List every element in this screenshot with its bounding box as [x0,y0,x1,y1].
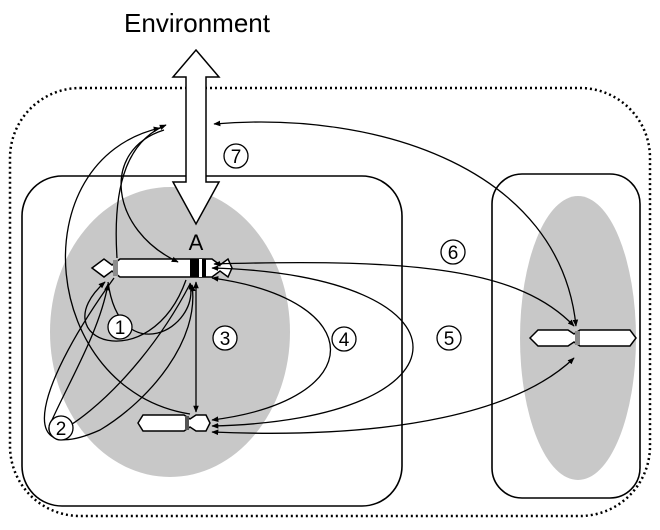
circled-number-5: 5 [436,325,462,351]
dark-band-lower [185,416,189,430]
circled-number-6: 6 [440,239,466,265]
arrow-7 [213,120,579,327]
number-5-label: 5 [444,329,455,350]
arrow-1b [107,281,195,335]
circled-number-7: 7 [223,143,249,169]
circled-number-3: 3 [212,325,238,351]
environment-label: Environment [124,8,271,38]
gray-band-upper [113,260,118,276]
circled-number-2: 2 [48,415,74,441]
chromosome-lower [137,414,211,432]
number-3-label: 3 [220,329,231,350]
circled-number-4: 4 [331,326,357,352]
chromosome-upper [90,257,233,279]
white-stripe [199,259,202,277]
gray-band-right [575,331,580,345]
arrow-2a [43,277,196,441]
number-2-label: 2 [56,419,67,440]
locus-a-label: A [189,230,204,255]
chromosome-right [528,329,637,347]
arrow-1a [84,279,187,342]
organism-boundary [8,86,652,518]
number-7-label: 7 [231,147,242,168]
arrow-env-to-a [120,129,179,263]
number-4-label: 4 [339,330,350,351]
locus-a-band [190,259,199,277]
arrow-lower-right [211,357,575,436]
dark-band-2 [202,259,206,277]
environment-exchange-arrow [171,48,221,226]
number-6-label: 6 [448,243,459,264]
number-1-label: 1 [115,318,126,339]
circled-number-1: 1 [107,314,133,340]
arrow-lower-env [64,126,191,415]
